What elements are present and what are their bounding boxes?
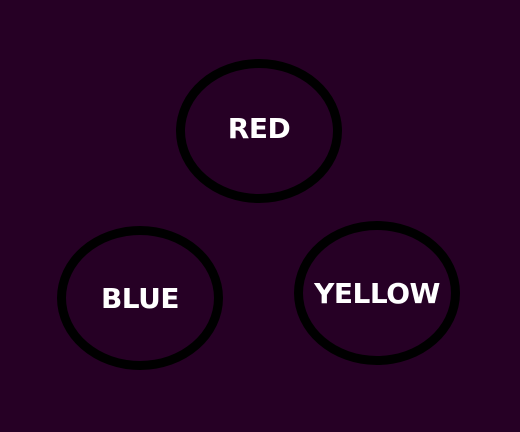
red-button-label: RED bbox=[227, 111, 291, 145]
blue-button[interactable]: BLUE bbox=[57, 226, 223, 370]
yellow-button[interactable]: YELLOW bbox=[294, 221, 460, 365]
red-button[interactable]: RED bbox=[176, 59, 342, 203]
blue-button-label: BLUE bbox=[100, 281, 180, 315]
yellow-button-label: YELLOW bbox=[314, 276, 440, 310]
